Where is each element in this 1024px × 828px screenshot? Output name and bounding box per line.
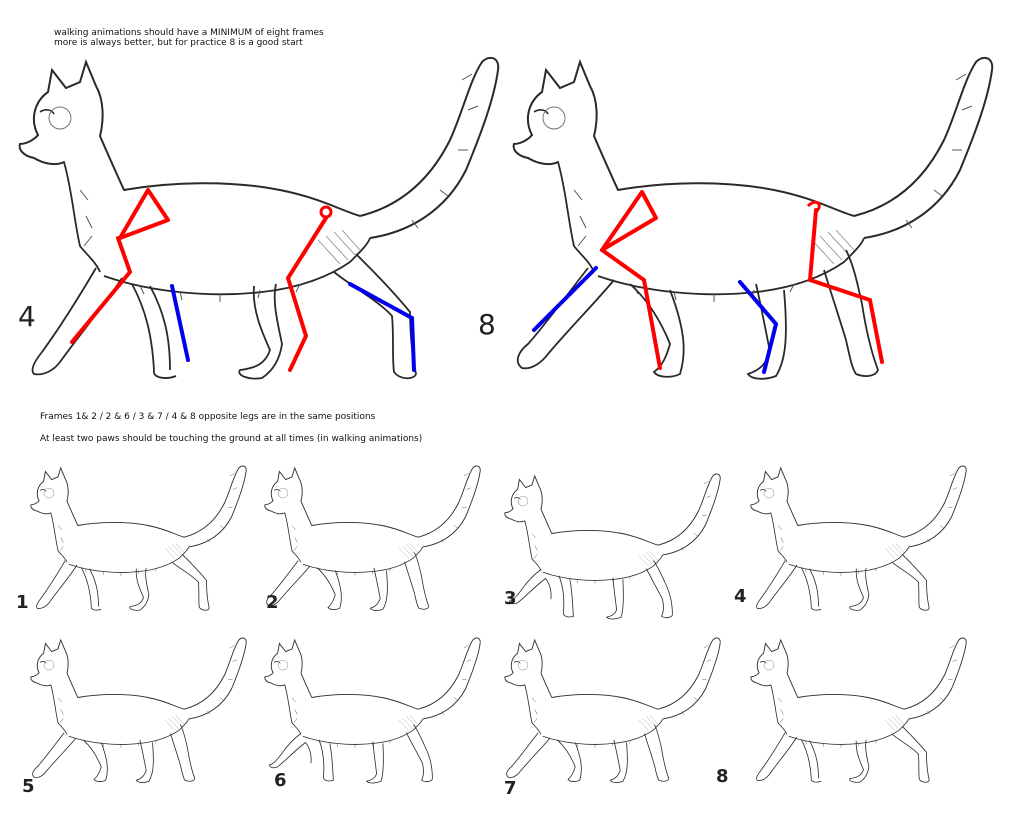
small-frame-label-1: 1	[16, 592, 29, 613]
small-frame-label-8: 8	[716, 766, 729, 787]
small-frame-label-2: 2	[266, 592, 279, 613]
paws-ground-rule: At least two paws should be touching the…	[40, 434, 423, 444]
small-frame-6	[264, 637, 481, 784]
large-frame-8	[512, 56, 994, 380]
small-frame-5	[30, 637, 247, 783]
small-frame-4	[750, 465, 967, 611]
intro-note-line-1: walking animations should have a MINIMUM…	[54, 28, 324, 38]
small-frame-label-4: 4	[734, 586, 747, 607]
large-frame-4	[18, 56, 500, 380]
small-frame-label-3: 3	[504, 588, 517, 609]
small-frame-1	[30, 465, 247, 611]
large-frame-label-8: 8	[478, 308, 496, 341]
small-frame-2	[264, 465, 481, 611]
small-frame-7	[504, 637, 721, 783]
large-frame-label-4: 4	[18, 300, 36, 333]
leg-guides-8	[532, 190, 884, 374]
intro-note-line-2: more is always better, but for practice …	[54, 38, 303, 48]
small-frame-label-5: 5	[22, 776, 35, 797]
small-frame-label-7: 7	[504, 778, 517, 799]
small-frame-3	[504, 473, 721, 620]
opposite-legs-rule: Frames 1& 2 / 2 & 6 / 3 & 7 / 4 & 8 oppo…	[40, 412, 376, 422]
small-frame-8	[750, 637, 967, 783]
leg-guides-4	[70, 188, 416, 372]
small-frame-label-6: 6	[274, 770, 287, 791]
intro-note: walking animations should have a MINIMUM…	[54, 28, 324, 48]
